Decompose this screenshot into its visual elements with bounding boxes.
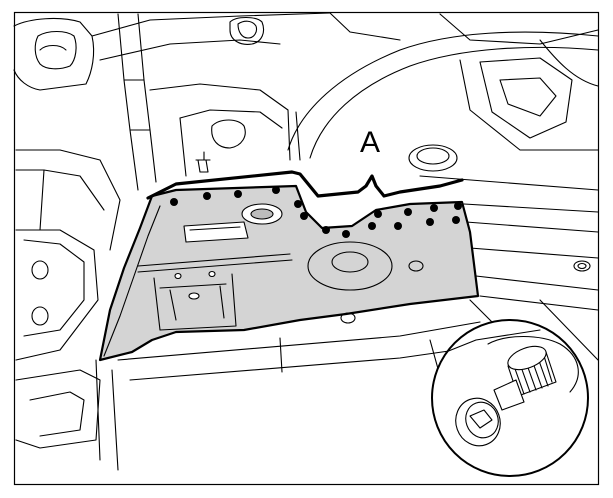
- reinforcement-panel: [98, 184, 480, 362]
- weld-seam-outline: [146, 170, 464, 200]
- vehicle-structure-lines: [13, 12, 599, 471]
- figure-border: [13, 11, 600, 486]
- spot-welds: [170, 186, 462, 238]
- fastener-detail-inset: [431, 319, 589, 477]
- callout-label-a: A: [360, 126, 380, 159]
